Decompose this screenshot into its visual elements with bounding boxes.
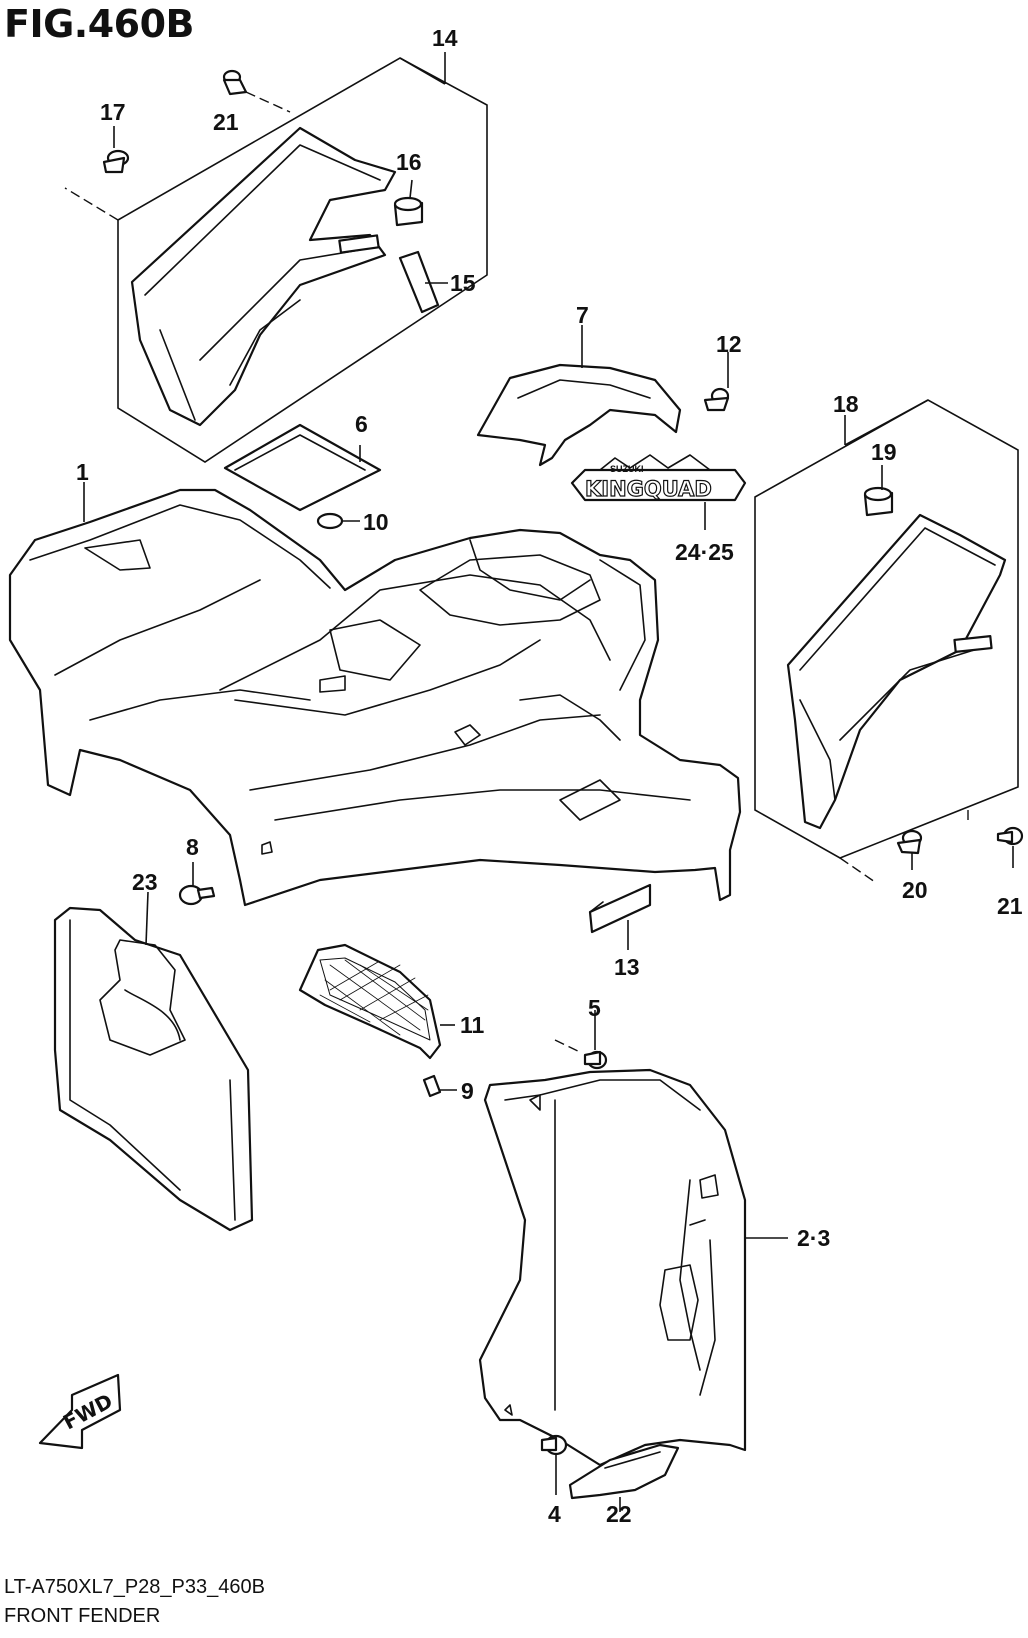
callout-24-25: 24·25 bbox=[675, 539, 734, 565]
part-13-foam-block bbox=[588, 883, 652, 950]
part-12-clip bbox=[703, 352, 730, 412]
part-17-clip bbox=[102, 149, 130, 174]
part-16-grommet bbox=[393, 196, 424, 227]
part-23-side-panel bbox=[53, 891, 254, 1232]
figure-caption: FRONT FENDER bbox=[4, 1605, 161, 1627]
part-4-bolt bbox=[540, 1434, 568, 1495]
part-2-3-mudguard bbox=[478, 1068, 788, 1467]
part-9-screw bbox=[422, 1074, 457, 1098]
callout-6: 6 bbox=[355, 411, 368, 437]
part-20-clip bbox=[896, 829, 923, 870]
inner-panel-left bbox=[130, 126, 397, 427]
figure-title: FIG.460B bbox=[4, 2, 195, 46]
decal-brand: SUZUKI bbox=[610, 464, 644, 474]
part-6-lid bbox=[223, 423, 382, 512]
callout-4: 4 bbox=[548, 1501, 561, 1527]
callout-8: 8 bbox=[186, 834, 199, 860]
callout-9: 9 bbox=[461, 1078, 474, 1104]
leader-lines bbox=[113, 52, 929, 446]
callout-22: 22 bbox=[606, 1501, 632, 1527]
callout-13: 13 bbox=[614, 954, 640, 980]
part-15-foam bbox=[398, 250, 448, 314]
callout-14: 14 bbox=[432, 25, 458, 51]
callout-11: 11 bbox=[460, 1012, 485, 1038]
part-19-grommet bbox=[863, 465, 894, 517]
callout-21-right: 21 bbox=[997, 893, 1023, 919]
part-1-front-fender bbox=[8, 482, 742, 907]
part-21-clip-right bbox=[996, 826, 1024, 868]
callout-15: 15 bbox=[450, 270, 476, 296]
callout-2-3: 2·3 bbox=[797, 1225, 830, 1251]
part-21-clip-top bbox=[222, 69, 248, 96]
callout-23: 23 bbox=[132, 869, 158, 895]
model-code: LT-A750XL7_P28_P33_460B bbox=[4, 1576, 265, 1598]
decal-model: KINGQUAD bbox=[585, 477, 712, 501]
callout-16: 16 bbox=[396, 149, 422, 175]
inner-panel-right bbox=[786, 513, 1007, 830]
callout-20: 20 bbox=[902, 877, 928, 903]
part-22-pad bbox=[568, 1443, 680, 1512]
part-10-grommet bbox=[316, 512, 360, 530]
callout-12: 12 bbox=[716, 331, 742, 357]
fwd-arrow-icon: FWD bbox=[38, 1373, 122, 1450]
part-5-clip bbox=[554, 1010, 608, 1070]
callout-19: 19 bbox=[871, 439, 897, 465]
part-8-bolt bbox=[178, 862, 216, 906]
callout-5: 5 bbox=[588, 995, 601, 1021]
callout-21-top: 21 bbox=[213, 109, 239, 135]
part-7-cover bbox=[476, 325, 682, 467]
part-11-grille bbox=[298, 943, 455, 1060]
callout-1: 1 bbox=[76, 459, 89, 485]
part-24-25-decal: SUZUKI KINGQUAD bbox=[570, 454, 747, 530]
callout-10: 10 bbox=[363, 509, 389, 535]
callout-17: 17 bbox=[100, 99, 126, 125]
callout-18: 18 bbox=[833, 391, 859, 417]
callout-7: 7 bbox=[576, 302, 589, 328]
